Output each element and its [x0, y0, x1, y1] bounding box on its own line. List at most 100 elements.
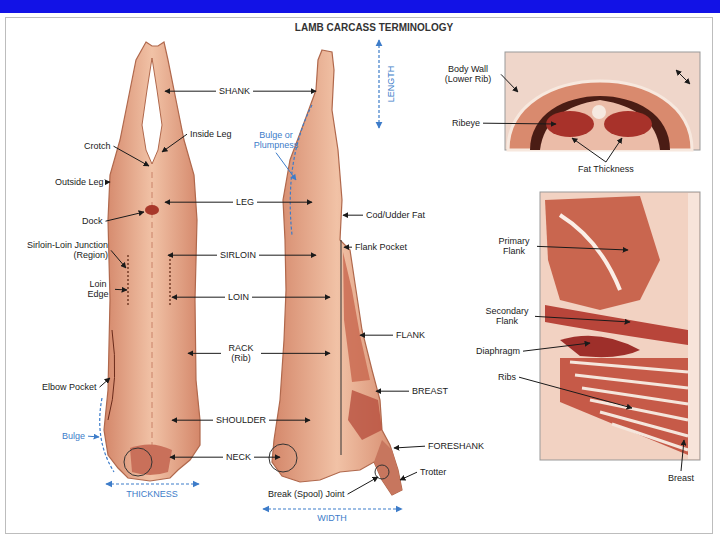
part-label: RACK (Rib)	[224, 343, 258, 364]
part-label: Primary Flank	[494, 236, 534, 257]
leader-line	[172, 420, 213, 421]
neck-circle	[124, 448, 152, 476]
part-label: LEG	[236, 197, 254, 207]
leader-line	[172, 297, 225, 298]
side-view-carcass	[263, 40, 402, 509]
leader-line	[100, 378, 110, 387]
leader-line	[681, 440, 684, 471]
leader-line	[276, 153, 296, 180]
spine-bone	[592, 105, 606, 119]
part-label: BREAST	[412, 386, 448, 396]
part-label: Loin Edge	[84, 279, 112, 300]
part-label: Bulge or Plumpness	[252, 130, 300, 151]
neck-cut	[130, 444, 172, 475]
part-label: FLANK	[396, 330, 425, 340]
leader-line	[360, 335, 393, 336]
part-label: Cod/Udder Fat	[366, 210, 425, 220]
leader-line	[483, 123, 556, 125]
leader-line	[162, 134, 187, 152]
leader-line	[252, 297, 330, 298]
leader-line	[170, 457, 223, 458]
carcass-outline	[272, 50, 402, 495]
leader-line	[253, 91, 316, 92]
guide-line	[341, 240, 342, 455]
leader-line	[254, 457, 280, 458]
leader-line	[114, 146, 149, 166]
part-label: Elbow Pocket	[42, 382, 97, 392]
body-cavity	[530, 96, 670, 150]
thickness-dimension	[106, 483, 199, 484]
part-label: FORESHANK	[428, 441, 484, 451]
width-dimension	[263, 508, 402, 509]
fat-streak	[560, 215, 620, 290]
breast-muscle	[348, 390, 382, 440]
length-dimension	[378, 40, 379, 128]
leader-line	[537, 246, 628, 250]
part-label: THICKNESS	[126, 489, 178, 499]
thickness-arrow	[676, 70, 690, 84]
part-label: NECK	[226, 452, 251, 462]
dock	[145, 205, 159, 215]
back-view-carcass	[100, 42, 200, 484]
ribeye-muscle	[604, 111, 652, 137]
leader-line	[259, 255, 316, 256]
leader-line	[343, 215, 363, 216]
body-wall	[508, 81, 692, 150]
photo-frame	[505, 52, 700, 150]
part-label: Fat Thickness	[578, 164, 634, 174]
primary-flank-muscle	[545, 196, 660, 310]
bulge-curve	[100, 398, 114, 472]
diaphragm-muscle	[560, 336, 640, 357]
joint-circle	[375, 465, 389, 479]
part-label: Break (Spool) Joint	[268, 489, 345, 499]
leader-line	[107, 182, 110, 183]
part-label: Sirloin-Loin Junction (Region)	[22, 240, 108, 261]
leader-line	[376, 391, 409, 392]
part-label: Outside Leg	[55, 177, 104, 187]
rib-area	[560, 358, 688, 455]
top-bar	[0, 0, 720, 13]
leader-line	[88, 436, 99, 438]
part-label: SHOULDER	[216, 415, 266, 425]
leg-gap	[142, 58, 162, 164]
part-label: Trotter	[420, 467, 446, 477]
part-label: Breast	[668, 473, 694, 483]
part-label: Dock	[82, 216, 103, 226]
leader-line	[572, 138, 606, 162]
part-label: WIDTH	[317, 513, 347, 523]
part-label: Inside Leg	[190, 129, 232, 139]
neck-circle	[269, 444, 297, 472]
leader-line	[535, 316, 630, 322]
elbow-pocket-line	[108, 330, 115, 420]
back-fat	[540, 100, 660, 150]
part-label: Diaphragm	[476, 346, 520, 356]
part-label: SIRLOIN	[220, 250, 256, 260]
leader-line	[115, 289, 127, 291]
leader-line	[261, 353, 330, 354]
leader-line	[344, 247, 352, 248]
rib-cross-section	[505, 52, 700, 150]
part-label: SHANK	[219, 86, 250, 96]
part-label: Ribeye	[452, 118, 480, 128]
photo-frame	[540, 192, 700, 460]
part-label: Secondary Flank	[482, 306, 532, 327]
part-label: Body Wall (Lower Rib)	[438, 64, 498, 85]
leader-line	[165, 91, 216, 92]
leader-line	[168, 255, 217, 256]
page-frame	[6, 18, 713, 534]
part-label: Crotch	[84, 141, 111, 151]
part-label: Bulge	[62, 431, 85, 441]
leader-line	[606, 138, 622, 162]
leader-line	[106, 212, 144, 221]
fat-edge	[688, 193, 699, 459]
leader-line	[165, 202, 233, 203]
part-label: Flank Pocket	[355, 242, 407, 252]
carcass-outline	[104, 42, 200, 481]
leader-lines	[88, 74, 684, 494]
diagram-title: LAMB CARCASS TERMINOLOGY	[295, 22, 453, 33]
leader-line	[111, 250, 126, 268]
flank-section	[540, 192, 700, 460]
leader-line	[269, 420, 310, 421]
